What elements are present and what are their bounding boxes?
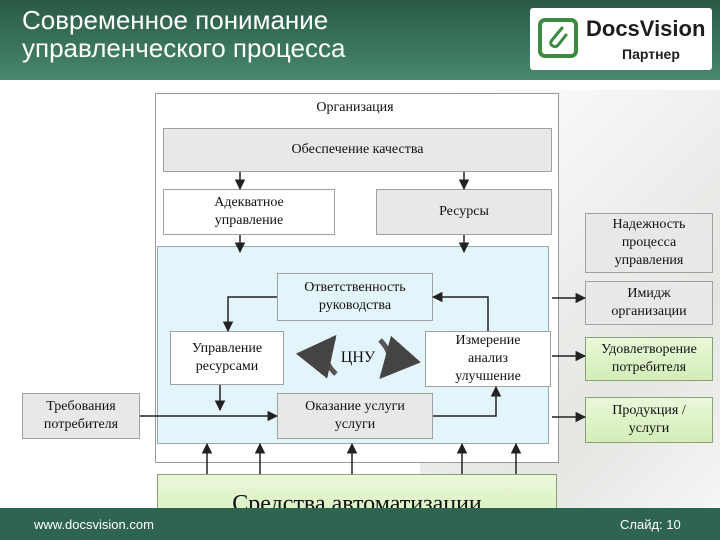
- customer-requirements-line-1: Требования: [46, 399, 116, 414]
- satisfaction-line-2: потребителя: [611, 360, 687, 375]
- adequate-management-box: Адекватное управление: [163, 189, 335, 235]
- image-line-1: Имидж: [627, 286, 671, 301]
- resources-label: Ресурсы: [439, 204, 489, 219]
- quality-assurance-label: Обеспечение качества: [291, 142, 424, 157]
- title-line-2: управленческого процесса: [22, 33, 346, 63]
- service-line-2: услуги: [334, 417, 376, 432]
- reliability-line-2: процесса: [621, 235, 677, 250]
- service-line-1: Оказание услуги: [305, 399, 405, 414]
- leadership-line-1: Ответственность: [304, 280, 406, 295]
- slide-header: Современное понимание управленческого пр…: [0, 0, 720, 80]
- adequate-management-line-2: управление: [214, 213, 284, 228]
- measurement-box: Измерение анализ улучшение: [425, 331, 551, 387]
- docsvision-logo: DocsVision Партнер: [530, 8, 712, 70]
- measurement-line-2: анализ: [467, 351, 509, 366]
- satisfaction-line-1: Удовлетворение: [601, 342, 697, 357]
- title-line-1: Современное понимание: [22, 5, 329, 35]
- measurement-line-3: улучшение: [455, 369, 521, 384]
- paperclip-icon: [538, 18, 578, 58]
- reliability-line-3: управления: [614, 253, 684, 268]
- leadership-line-2: руководства: [318, 298, 392, 313]
- quality-assurance-box: Обеспечение качества: [163, 128, 552, 172]
- measurement-line-1: Измерение: [455, 333, 521, 348]
- slide-title: Современное понимание управленческого пр…: [22, 6, 482, 62]
- reliability-line-1: Надежность: [612, 217, 686, 232]
- image-line-2: организации: [611, 304, 687, 319]
- product-line-1: Продукция /: [612, 403, 686, 418]
- reliability-box: Надежность процесса управления: [585, 213, 713, 273]
- resource-management-box: Управление ресурсами: [170, 331, 284, 385]
- resource-management-line-2: ресурсами: [195, 359, 259, 374]
- cnu-center-label: ЦНУ: [340, 349, 376, 366]
- resource-management-line-1: Управление: [191, 341, 263, 356]
- product-box: Продукция / услуги: [585, 397, 713, 443]
- product-line-2: услуги: [628, 421, 670, 436]
- image-box: Имидж организации: [585, 281, 713, 325]
- organization-label: Организация: [316, 100, 394, 115]
- slide-footer: [0, 508, 720, 540]
- footer-url: www.docsvision.com: [34, 517, 154, 532]
- customer-requirements-box: Требования потребителя: [22, 393, 140, 439]
- satisfaction-box: Удовлетворение потребителя: [585, 337, 713, 381]
- slide-number: Слайд: 10: [620, 517, 681, 532]
- customer-requirements-line-2: потребителя: [43, 417, 119, 432]
- resources-box: Ресурсы: [376, 189, 552, 235]
- leadership-responsibility-box: Ответственность руководства: [277, 273, 433, 321]
- service-delivery-box: Оказание услуги услуги: [277, 393, 433, 439]
- adequate-management-line-1: Адекватное: [214, 195, 284, 210]
- logo-brand: DocsVision: [586, 16, 706, 41]
- logo-subtitle: Партнер: [622, 46, 680, 62]
